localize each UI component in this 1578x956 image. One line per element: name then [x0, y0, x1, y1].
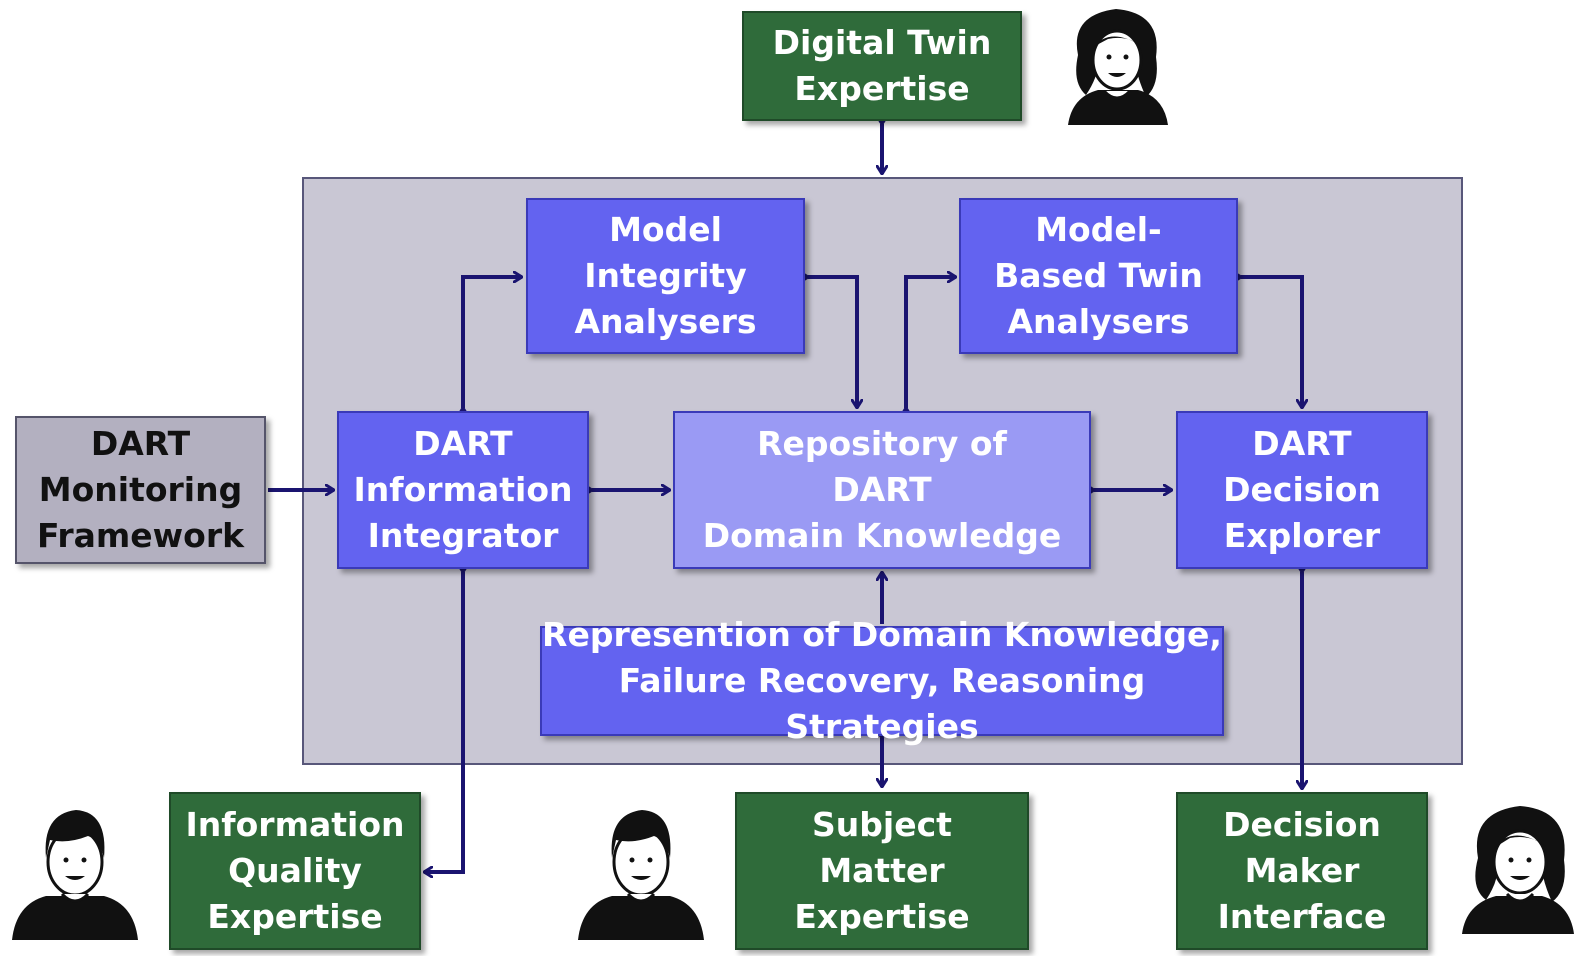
model-based-twin-analysers-box: Model- Based Twin Analysers	[959, 198, 1238, 354]
arrow-twin-analysers-explorer	[1241, 277, 1302, 408]
representation-domain-knowledge-box: Represention of Domain Knowledge, Failur…	[540, 615, 1224, 746]
female-person-icon	[1462, 806, 1574, 934]
digital-twin-expertise-box: Digital Twin Expertise	[742, 11, 1022, 121]
male-person-icon	[12, 810, 138, 940]
arrow-integrator-integrity	[463, 277, 522, 408]
male-person-icon	[578, 810, 704, 940]
model-integrity-analysers-box: Model Integrity Analysers	[526, 198, 805, 354]
female-person-icon	[1068, 9, 1168, 125]
dart-decision-explorer-box: DART Decision Explorer	[1176, 411, 1428, 569]
decision-maker-interface-box: Decision Maker Interface	[1176, 792, 1428, 950]
repository-domain-knowledge-box: Repository of DART Domain Knowledge	[673, 411, 1091, 569]
arrow-repository-twin-analysers	[906, 277, 956, 408]
arrow-integrity-repository	[808, 277, 857, 408]
arrow-integrator-info-quality	[424, 572, 463, 872]
dart-monitoring-framework-box: DART Monitoring Framework	[15, 416, 266, 564]
dart-information-integrator-box: DART Information Integrator	[337, 411, 589, 569]
information-quality-expertise-box: Information Quality Expertise	[169, 792, 421, 950]
subject-matter-expertise-box: Subject Matter Expertise	[735, 792, 1029, 950]
